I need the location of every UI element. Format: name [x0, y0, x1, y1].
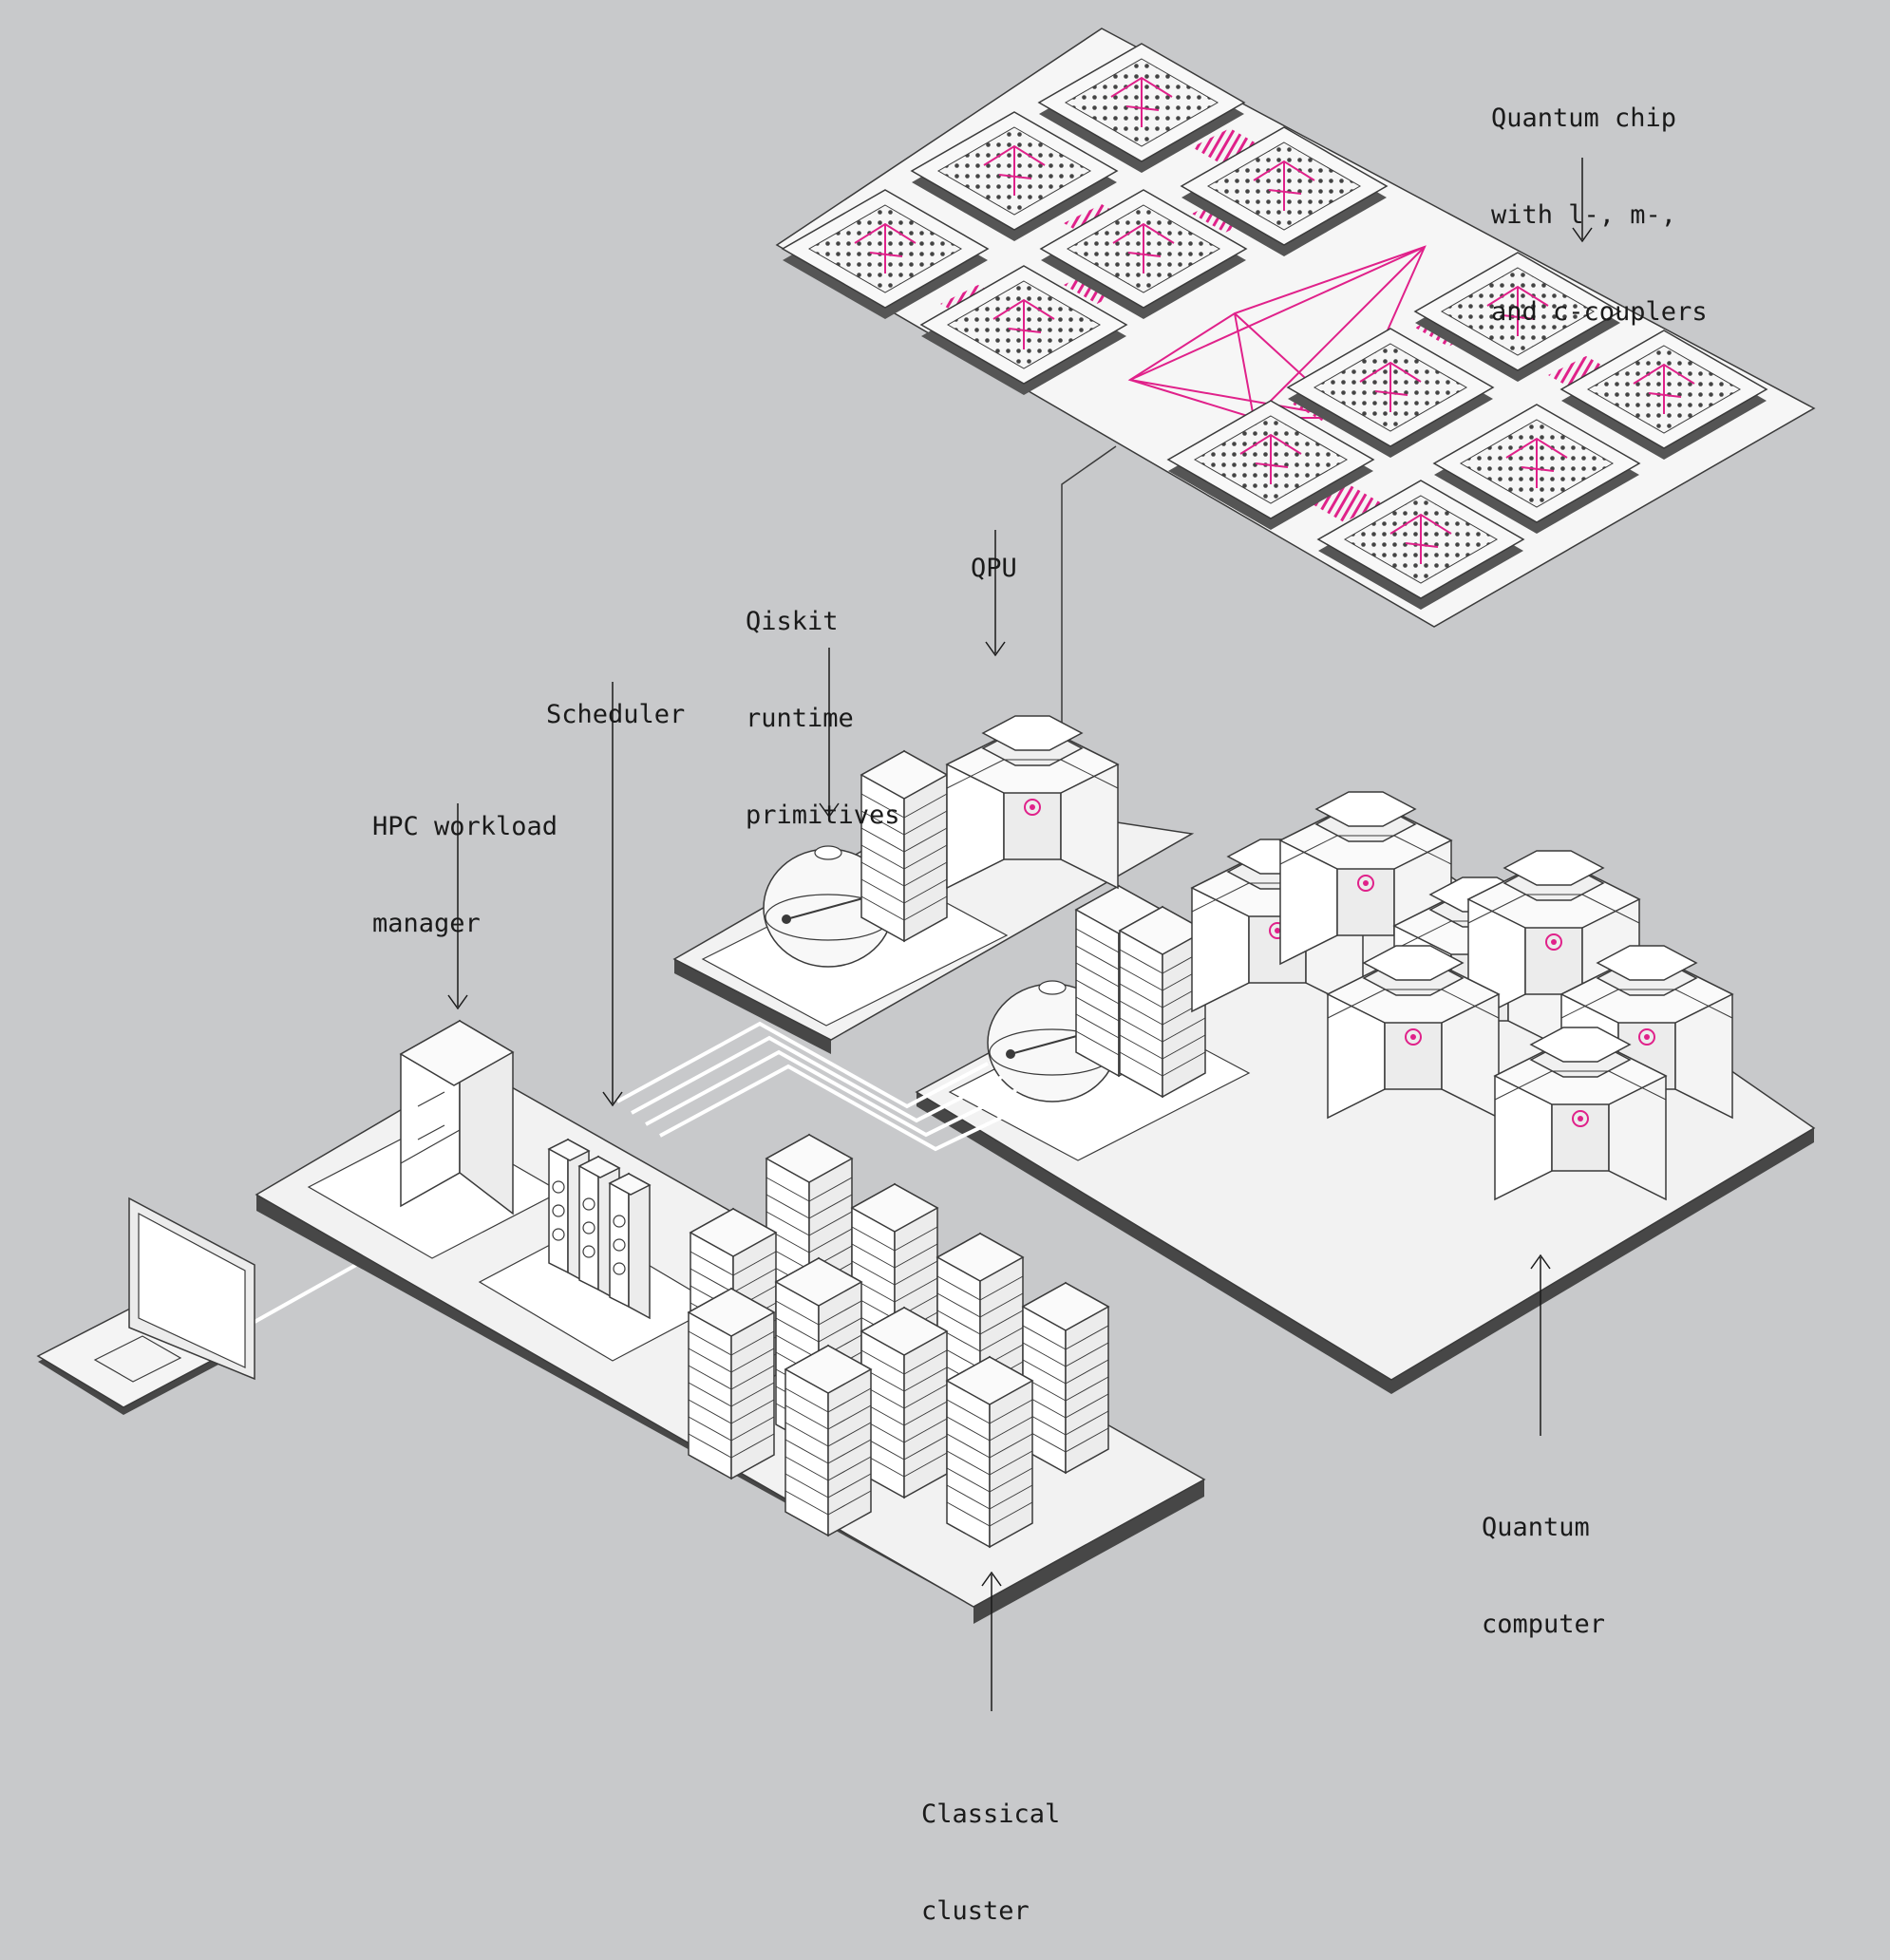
- label-quantum-chip: Quantum chip with l-, m-, and c-couplers: [1491, 104, 1708, 327]
- label-quantum-computer: Quantum computer: [1482, 1513, 1606, 1639]
- cluster-rack: [1022, 1282, 1109, 1474]
- label-hpc-workload-manager: HPC workload manager: [372, 812, 558, 938]
- label-scheduler: Scheduler: [546, 700, 686, 729]
- label-qiskit-runtime-primitives: Qiskit runtime primitives: [746, 607, 900, 830]
- label-classical-cluster: Classical cluster: [921, 1800, 1061, 1926]
- quantum-chip: [775, 28, 1816, 628]
- qpu-platform: [672, 715, 1195, 1054]
- cluster-rack: [688, 1288, 775, 1479]
- cluster-rack: [784, 1345, 872, 1536]
- annotation-arrows: [447, 158, 1593, 1711]
- hpc-server: [399, 1019, 515, 1216]
- network-links: [254, 1021, 1031, 1324]
- cluster-rack: [860, 1307, 948, 1498]
- scheduler-tower: [609, 1173, 651, 1319]
- chip-connector-line: [1061, 445, 1117, 836]
- label-qpu: QPU: [971, 554, 1017, 583]
- laptop: [36, 1197, 255, 1415]
- quantum-computer-platform: [915, 791, 1816, 1394]
- classical-cluster-platform: [255, 1019, 1206, 1624]
- system-diagram: [36, 28, 1816, 1711]
- cluster-rack: [946, 1356, 1033, 1548]
